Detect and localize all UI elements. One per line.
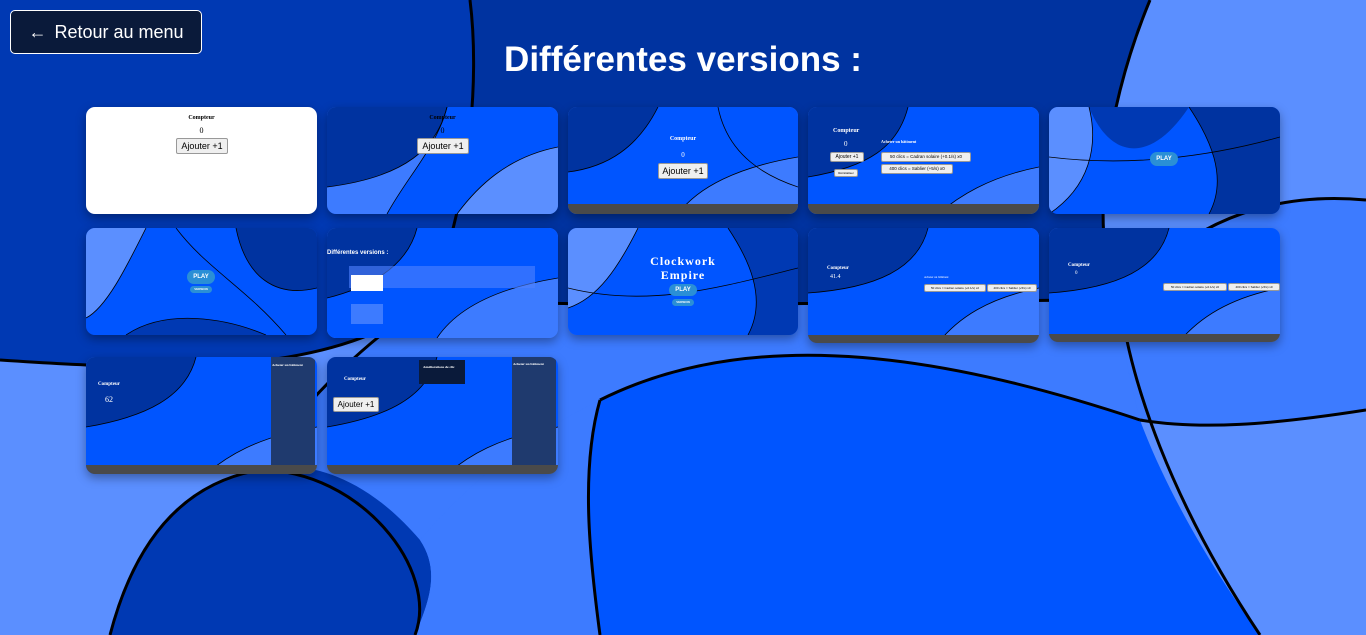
counter-title: Compteur (669, 136, 697, 142)
back-to-menu-label: Retour au menu (54, 21, 184, 42)
thumbnail-background (327, 107, 558, 214)
thumbnail-background (808, 228, 1039, 343)
counter-title: Compteur (188, 115, 215, 121)
add-one-button: Ajouter +1 (333, 397, 379, 412)
play-button: PLAY (669, 284, 697, 296)
thumbnail-footer (808, 204, 1039, 214)
thumbnail-footer (327, 465, 558, 474)
version-thumbnail-5[interactable]: PLAY (1049, 107, 1280, 214)
version-thumbnail-11[interactable]: Acheter un bâtiment Compteur 62 (86, 357, 317, 474)
counter-value: 0 (199, 126, 204, 135)
version-button: VERSION (190, 286, 212, 293)
counter-title: Compteur (827, 266, 849, 271)
version-thumbnail-4[interactable]: Compteur 0 Ajouter +1 Réinitialiser Ache… (808, 107, 1039, 214)
mini-version-grid (349, 266, 535, 288)
version-thumbnail-12[interactable]: Acheter un bâtiment Améliorations de cli… (327, 357, 558, 474)
thumbnail-footer (86, 465, 317, 474)
version-button: VERSION (672, 299, 694, 306)
counter-title: Compteur (833, 128, 860, 134)
add-one-button: Ajouter +1 (658, 163, 708, 179)
thumbnail-footer (808, 335, 1039, 343)
shop-title: Acheter un bâtiment (924, 275, 949, 279)
version-thumbnail-3[interactable]: Compteur 0 Ajouter +1 (568, 107, 798, 214)
counter-value: 41.4 (830, 274, 841, 280)
add-one-button: Ajouter +1 (830, 152, 864, 162)
counter-title: Compteur (429, 115, 456, 121)
upgrades-panel (419, 360, 465, 384)
shop-item-sundial: 50 clics = Cadran solaire (+0.1/s) x0 (1163, 283, 1227, 291)
back-to-menu-button[interactable]: ← Retour au menu (10, 10, 202, 54)
shop-panel (512, 357, 556, 465)
counter-value: 0 (844, 140, 848, 148)
shop-title: Acheter un bâtiment (272, 363, 303, 367)
counter-value: 0 (681, 151, 685, 159)
play-button: PLAY (1150, 152, 1178, 166)
thumbnail-background (1049, 107, 1280, 214)
shop-item-sundial: 50 clics = Cadran solaire (+0.1/s) x0 (881, 152, 971, 162)
counter-value: 0 (1075, 271, 1078, 276)
page-title: Différentes versions : (504, 40, 862, 79)
mini-version-card (351, 275, 383, 291)
version-thumbnail-6[interactable]: PLAY VERSION (86, 228, 317, 335)
game-title-line-2: Empire (660, 268, 706, 282)
shop-item-hourglass: 400 clics = Sablier (+5/s) x0 (987, 284, 1037, 292)
shop-title: Acheter un bâtiment (513, 362, 544, 366)
counter-title: Compteur (98, 382, 120, 387)
counter-title: Compteur (1068, 263, 1090, 268)
shop-item-hourglass: 400 clics = Sablier (+5/s) x0 (881, 164, 953, 174)
game-title-line-1: Clockwork (650, 254, 716, 268)
add-one-button: Ajouter +1 (176, 138, 228, 154)
play-button: PLAY (187, 270, 215, 284)
mini-version-card (351, 304, 383, 324)
reset-button: Réinitialiser (834, 169, 858, 177)
version-thumbnail-10[interactable]: Compteur 0 50 clics = Cadran solaire (+0… (1049, 228, 1280, 342)
shop-item-hourglass: 400 clics = Sablier (+5/s) x0 (1228, 283, 1280, 291)
shop-item-sundial: 50 clics = Cadran solaire (+0.1/s) x2 (924, 284, 986, 292)
left-arrow-icon: ← (28, 21, 47, 42)
add-one-button: Ajouter +1 (417, 138, 469, 154)
version-thumbnail-7[interactable]: Différentes versions : (327, 228, 558, 338)
version-thumbnail-2[interactable]: Compteur 0 Ajouter +1 (327, 107, 558, 214)
counter-value: 62 (105, 395, 113, 404)
version-thumbnail-9[interactable]: Compteur 41.4 Acheter un bâtiment 50 cli… (808, 228, 1039, 343)
thumbnail-background (568, 107, 798, 214)
versions-title: Différentes versions : (327, 250, 389, 256)
shop-title: Acheter un bâtiment (881, 139, 917, 144)
thumbnail-footer (568, 204, 798, 214)
thumbnail-background (568, 228, 798, 335)
version-thumbnail-1[interactable]: Compteur 0 Ajouter +1 (86, 107, 317, 214)
upgrades-title: Améliorations de clic (423, 365, 455, 369)
counter-title: Compteur (344, 377, 366, 382)
shop-panel (271, 357, 315, 465)
counter-value: 0 (440, 126, 445, 135)
thumbnail-footer (1049, 334, 1280, 342)
version-thumbnail-8[interactable]: Clockwork Empire PLAY VERSION (568, 228, 798, 335)
